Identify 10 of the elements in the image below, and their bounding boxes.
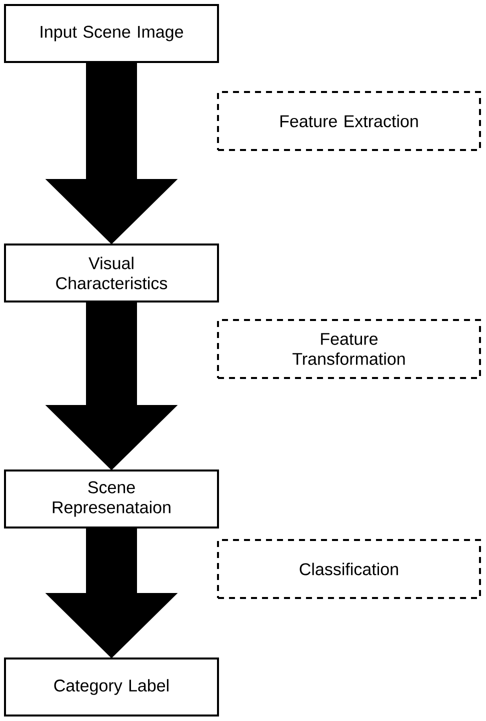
block-arrow [45,528,178,658]
dashed-step-box: Feature Extraction [217,91,481,151]
process-box: Visual Characteristics [4,244,219,302]
dashed-step-box: Feature Transformation [217,319,481,379]
process-box: Input Scene Image [4,4,219,63]
block-arrow [45,302,178,470]
process-box: Scene Represenataion [4,470,219,528]
dashed-step-box: Classification [217,539,481,599]
block-arrow [45,62,178,244]
process-box: Category Label [4,658,219,716]
